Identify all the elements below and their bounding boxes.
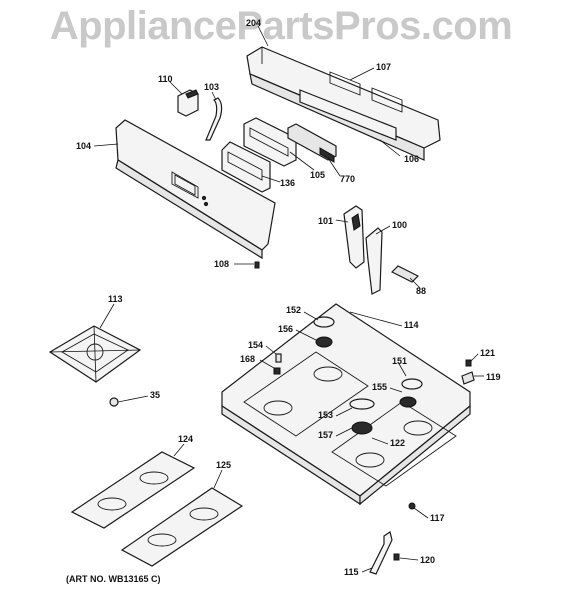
callout-125: 125 (216, 460, 231, 470)
side-brackets (343, 205, 383, 295)
callout-105: 105 (310, 170, 325, 180)
callout-115: 115 (344, 567, 359, 577)
callout-88: 88 (416, 286, 426, 296)
callout-154: 154 (248, 340, 263, 350)
callout-770: 770 (340, 174, 355, 184)
art-number-label: (ART NO. WB13165 C) (66, 574, 161, 584)
callout-35: 35 (150, 390, 160, 400)
callout-120: 120 (420, 555, 435, 565)
callout-204: 204 (246, 18, 261, 28)
electronic-control (221, 117, 337, 193)
callout-168: 168 (240, 354, 255, 364)
callout-108: 108 (214, 259, 229, 269)
screw-part (254, 261, 260, 269)
callout-117: 117 (430, 513, 445, 523)
burner-caps (313, 316, 423, 435)
main-cooktop (221, 303, 471, 506)
control-panel (115, 119, 276, 260)
callout-101: 101 (318, 216, 333, 226)
callout-156: 156 (278, 324, 293, 334)
callout-114: 114 (404, 320, 419, 330)
callout-153: 153 (318, 410, 333, 420)
drip-pan-right (120, 487, 244, 567)
leader-lines (93, 25, 484, 573)
callout-152: 152 (286, 305, 301, 315)
grate-foot (109, 397, 119, 407)
callout-136: 136 (280, 178, 295, 188)
watermark-logo: AppliancePartsPros.com (49, 4, 513, 48)
drip-pan-left (70, 451, 196, 529)
callout-106: 106 (404, 154, 419, 164)
small-fasteners (273, 353, 475, 561)
callout-151: 151 (392, 356, 407, 366)
callout-121: 121 (480, 348, 495, 358)
burner-grate (48, 325, 142, 383)
callout-122: 122 (390, 438, 405, 448)
callout-113: 113 (108, 294, 123, 304)
callout-124: 124 (178, 434, 193, 444)
rear-panel-assembly (246, 46, 441, 161)
knob-part (177, 89, 199, 117)
callout-107: 107 (376, 62, 391, 72)
rod-part (205, 97, 223, 141)
igniter-wire (369, 531, 393, 575)
callout-110: 110 (158, 74, 173, 84)
callout-157: 157 (318, 430, 333, 440)
callout-104: 104 (76, 141, 91, 151)
callout-155: 155 (372, 382, 387, 392)
callout-103: 103 (204, 82, 219, 92)
pin-part (390, 265, 420, 283)
callout-labels: 204 107 110 103 104 106 105 770 136 101 … (76, 18, 501, 577)
callout-119: 119 (486, 372, 501, 382)
callout-100: 100 (392, 220, 407, 230)
